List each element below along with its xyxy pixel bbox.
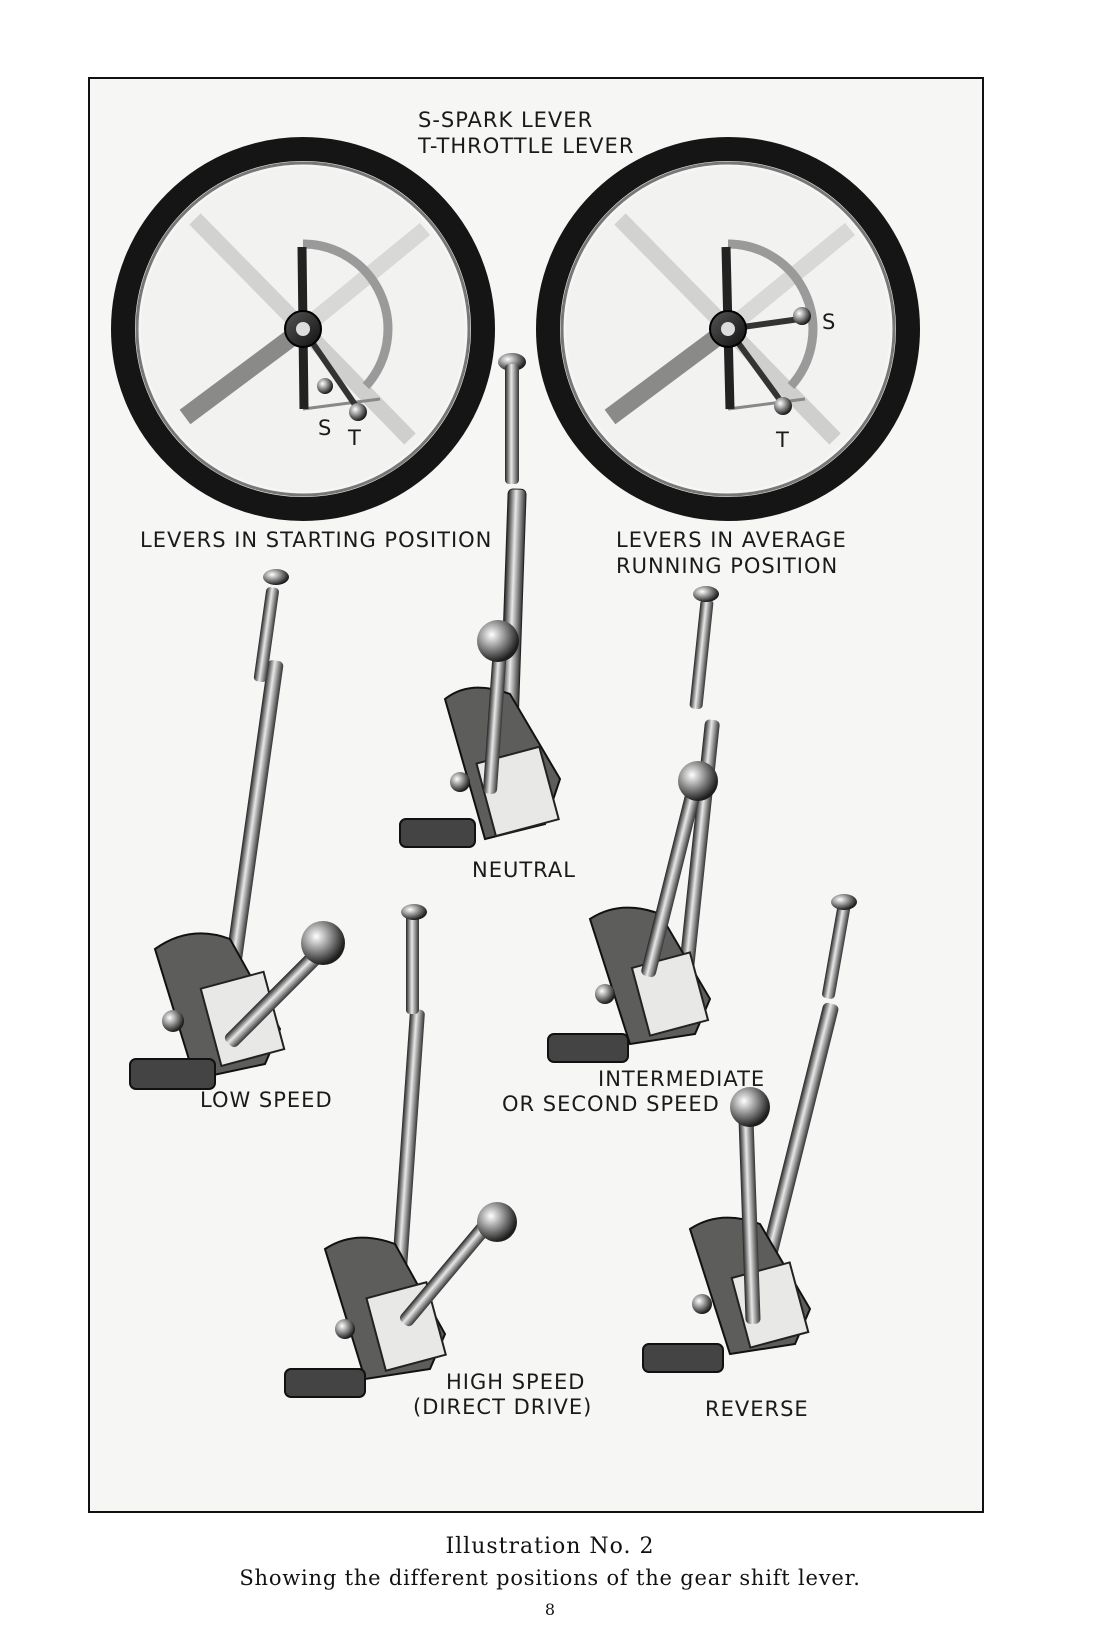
illustration-plate: S-SPARK LEVER T-THROTTLE LEVER S T S T L…: [88, 77, 984, 1513]
left-wheel-s-mark: S: [318, 416, 333, 440]
shifter-reverse: [642, 894, 857, 1373]
shifter-intermediate: [547, 586, 720, 1063]
caption-running-position-line2: RUNNING POSITION: [616, 554, 839, 578]
left-wheel-t-mark: T: [348, 426, 362, 450]
illustration-title: Illustration No. 2: [445, 1534, 655, 1559]
right-wheel-t-mark: T: [776, 428, 790, 452]
label-high-speed-line1: HIGH SPEED: [446, 1370, 586, 1394]
shifter-high-speed: [284, 904, 517, 1398]
steering-wheel-starting: [111, 137, 495, 521]
label-intermediate-line1: INTERMEDIATE: [598, 1067, 766, 1091]
legend-throttle-lever: T-THROTTLE LEVER: [418, 134, 635, 158]
caption-starting-position: LEVERS IN STARTING POSITION: [140, 528, 493, 552]
label-neutral: NEUTRAL: [472, 858, 576, 882]
label-reverse: REVERSE: [705, 1397, 809, 1421]
label-intermediate-line2: OR SECOND SPEED: [502, 1092, 720, 1116]
legend-spark-lever: S-SPARK LEVER: [418, 108, 594, 132]
caption-running-position-line1: LEVERS IN AVERAGE: [616, 528, 847, 552]
shifter-neutral: [399, 353, 562, 848]
shifter-low-speed: [129, 569, 345, 1090]
illustration-artwork: [111, 137, 920, 1398]
right-wheel-s-mark: S: [822, 310, 837, 334]
steering-wheel-running: [536, 137, 920, 521]
label-low-speed: LOW SPEED: [200, 1088, 333, 1112]
illustration-description: Showing the different positions of the g…: [239, 1566, 861, 1590]
page-number: 8: [544, 1600, 556, 1619]
label-high-speed-line2: (DIRECT DRIVE): [413, 1395, 593, 1419]
